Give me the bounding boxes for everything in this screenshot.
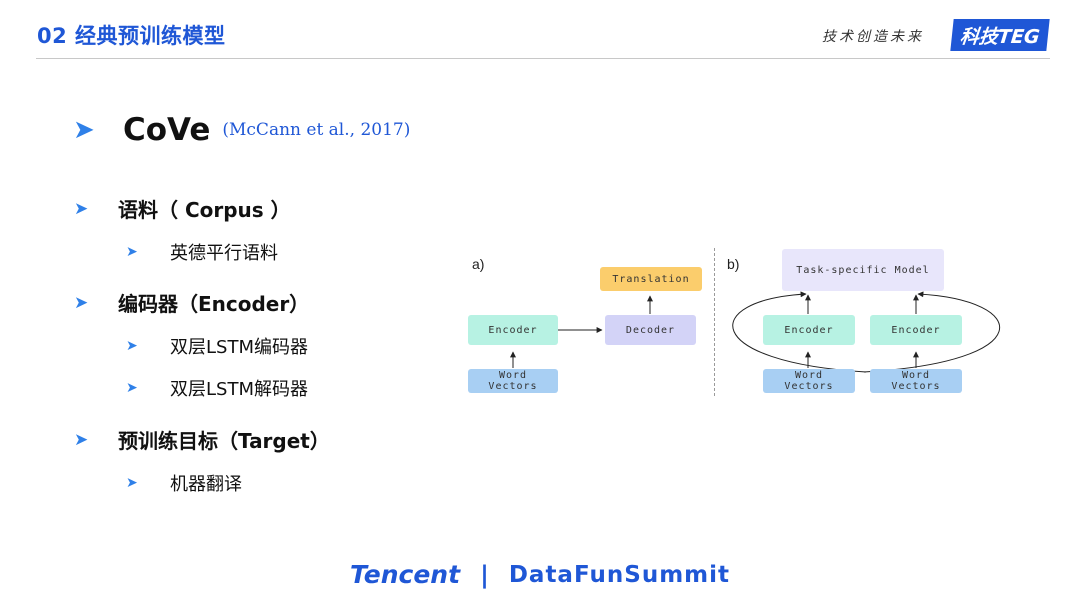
bullet-target: ➤ 预训练目标（Target） bbox=[74, 425, 330, 454]
encoder-box-right: Encoder bbox=[870, 315, 962, 345]
bullet-encoder: ➤ 编码器（Encoder） bbox=[74, 288, 309, 317]
word-vectors-box: Word Vectors bbox=[468, 369, 558, 393]
bullet-target-item: ➤ 机器翻译 bbox=[126, 470, 242, 496]
word-vectors-box-left: Word Vectors bbox=[763, 369, 855, 393]
arrow-bullet-icon: ➤ bbox=[126, 380, 138, 396]
section-item: 双层LSTM解码器 bbox=[170, 379, 308, 400]
footer: Tencent | DataFunSummit bbox=[0, 560, 1080, 589]
section-item: 英德平行语料 bbox=[170, 243, 278, 264]
encoder-box: Encoder bbox=[468, 315, 558, 345]
model-name: CoVe bbox=[123, 112, 211, 148]
word-vectors-box-right: Word Vectors bbox=[870, 369, 962, 393]
section-item: 双层LSTM编码器 bbox=[170, 337, 308, 358]
bullet-corpus-item: ➤ 英德平行语料 bbox=[126, 239, 278, 265]
citation: (McCann et al., 2017) bbox=[222, 120, 411, 140]
translation-box: Translation bbox=[600, 267, 702, 291]
section-label: 语料（ Corpus ） bbox=[118, 198, 291, 222]
encoder-box-left: Encoder bbox=[763, 315, 855, 345]
section-label: 编码器（Encoder） bbox=[118, 292, 310, 316]
panel-a-label: a) bbox=[472, 256, 485, 272]
task-model-box: Task-specific Model bbox=[782, 249, 944, 291]
panel-divider bbox=[714, 248, 715, 396]
slide-title: 02 经典预训练模型 bbox=[37, 24, 226, 48]
bullet-encoder-item-2: ➤ 双层LSTM解码器 bbox=[126, 375, 308, 401]
panel-b-label: b) bbox=[727, 256, 740, 272]
footer-separator: | bbox=[480, 560, 489, 589]
arrow-bullet-icon: ➤ bbox=[74, 292, 89, 313]
arrow-bullet-icon: ➤ bbox=[73, 115, 95, 145]
arrow-curve-right bbox=[863, 291, 1001, 373]
arrow-bullet-icon: ➤ bbox=[74, 198, 89, 219]
tencent-logo: Tencent bbox=[349, 560, 461, 589]
arrow-bullet-icon: ➤ bbox=[126, 475, 138, 491]
section-item: 机器翻译 bbox=[170, 474, 242, 495]
header-divider bbox=[36, 58, 1050, 59]
header-slogan: 技术创造未来 bbox=[822, 29, 924, 45]
decoder-box: Decoder bbox=[605, 315, 696, 345]
section-label: 预训练目标（Target） bbox=[118, 429, 330, 453]
bullet-cove: ➤ CoVe (McCann et al., 2017) bbox=[73, 112, 410, 148]
bullet-corpus: ➤ 语料（ Corpus ） bbox=[74, 194, 291, 223]
bullet-encoder-item-1: ➤ 双层LSTM编码器 bbox=[126, 333, 308, 359]
event-name: DataFunSummit bbox=[508, 561, 731, 588]
arrow-bullet-icon: ➤ bbox=[126, 244, 138, 260]
arrow-bullet-icon: ➤ bbox=[74, 429, 89, 450]
arrow-bullet-icon: ➤ bbox=[126, 338, 138, 354]
arrow-curve-left bbox=[732, 291, 867, 373]
